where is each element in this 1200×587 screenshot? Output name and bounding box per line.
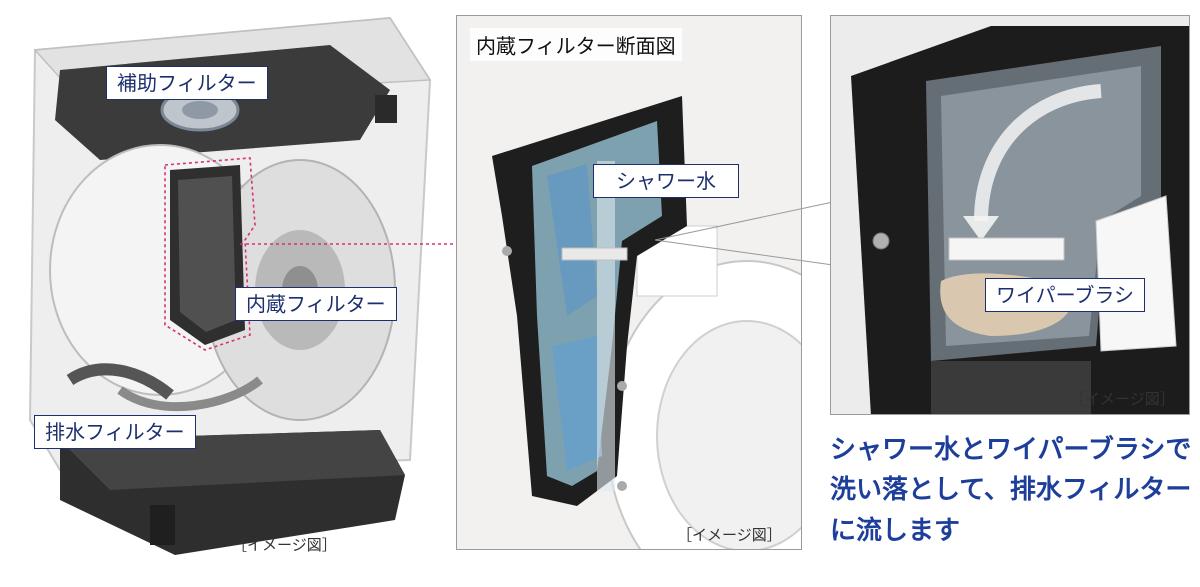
- description-line-1: シャワー水とワイパーブラシで: [830, 435, 1192, 465]
- cross-section-title: 内蔵フィルター断面図: [470, 28, 682, 61]
- wiper-brush-label: ワイパーブラシ: [985, 278, 1145, 312]
- callout-connector-line: [240, 243, 485, 245]
- description-line-2: 洗い落として、排水フィルター: [830, 475, 1192, 506]
- filter-cross-section-illustration: [492, 96, 801, 549]
- aux-filter-label: 補助フィルター: [106, 66, 268, 100]
- wiper-brush-closeup-panel: [830, 15, 1190, 415]
- wiper-brush-illustration: [851, 26, 1189, 414]
- drain-filter-label: 排水フィルター: [34, 415, 196, 449]
- filter-cross-section-panel: [456, 15, 802, 550]
- middle-image-caption: ［イメージ図］: [677, 526, 782, 544]
- left-image-caption: ［イメージ図］: [232, 536, 337, 554]
- zoom-connector-lines: [655, 201, 834, 266]
- builtin-filter-label: 内蔵フィルター: [235, 287, 397, 321]
- shower-water-label: シャワー水: [593, 164, 739, 198]
- right-image-caption: ［イメージ図］: [1070, 390, 1175, 408]
- description-text: シャワー水とワイパーブラシで 洗い落として、排水フィルター に流します: [830, 430, 1195, 551]
- description-line-3: に流します: [830, 515, 961, 546]
